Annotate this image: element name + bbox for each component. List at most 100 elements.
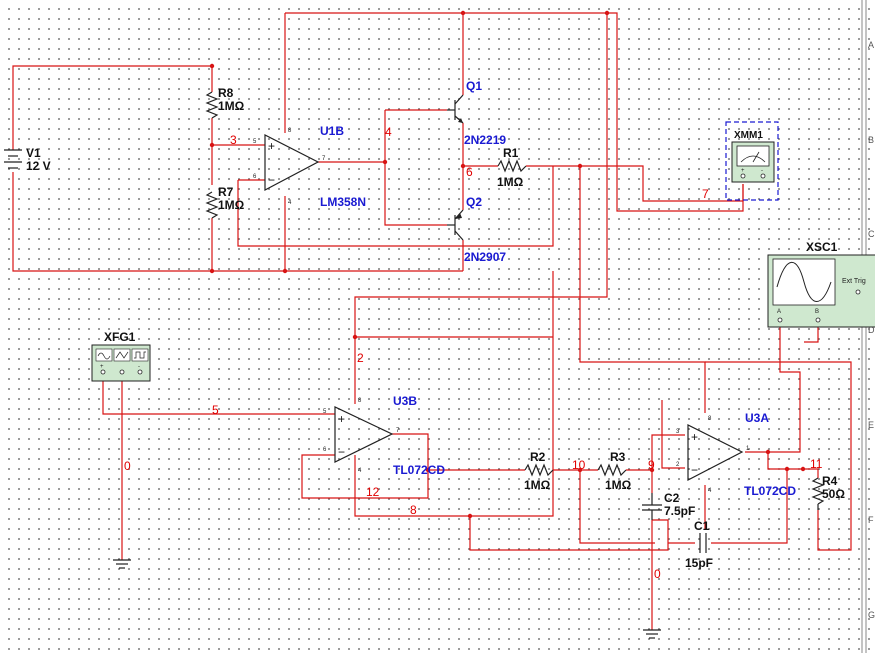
r7-ref: R7: [218, 185, 234, 199]
q2-ref: Q2: [466, 195, 482, 209]
ruler-mark: G: [868, 610, 875, 620]
svg-text:−: −: [268, 173, 275, 187]
resistor-r1[interactable]: R1 1MΩ: [497, 146, 527, 189]
r8-value: 1MΩ: [218, 99, 245, 113]
resistor-r8[interactable]: R8 1MΩ: [205, 86, 245, 119]
svg-text:4: 4: [358, 468, 362, 474]
u3a-model: TL072CD: [744, 484, 796, 498]
v1-value: 12 V: [26, 159, 51, 173]
ruler-mark: E: [868, 420, 874, 430]
q1-model: 2N2219: [464, 133, 506, 147]
svg-text:+: +: [691, 430, 698, 444]
transistor-q2[interactable]: Q2 2N2907: [447, 195, 506, 264]
net-label: 0: [654, 567, 661, 581]
svg-text:4: 4: [708, 488, 712, 494]
r4-value: 50Ω: [822, 487, 845, 501]
r1-ref: R1: [503, 146, 519, 160]
opamp-u3b[interactable]: + − 5 6 8 4 7 U3B TL072CD: [323, 394, 445, 477]
battery-v1[interactable]: V1 12 V: [4, 146, 51, 173]
r2-ref: R2: [530, 450, 546, 464]
svg-text:8: 8: [288, 128, 292, 134]
wires: [12, 12, 852, 630]
svg-text:1: 1: [746, 446, 750, 452]
r1-value: 1MΩ: [497, 175, 524, 189]
net-labels: 3 4 6 7 5 0 2 12 8 10 9 11 0: [124, 125, 823, 581]
v1-ref: V1: [26, 146, 41, 160]
capacitor-c1[interactable]: C1 15pF: [685, 519, 713, 570]
c1-value: 15pF: [685, 556, 713, 570]
xmm1-ref: XMM1: [734, 130, 763, 141]
xfg1-ref: XFG1: [104, 330, 136, 344]
ruler-mark: B: [868, 135, 874, 145]
net-label: 4: [385, 125, 392, 139]
resistor-r7[interactable]: R7 1MΩ: [205, 185, 245, 219]
svg-text:8: 8: [708, 416, 712, 422]
net-label: 2: [357, 351, 364, 365]
oscilloscope-xsc1[interactable]: XSC1 Ext Trig A B: [767, 240, 875, 328]
net-label: 6: [466, 165, 473, 179]
u1b-model: LM358N: [320, 195, 366, 209]
svg-text:5: 5: [323, 409, 327, 415]
ground-symbol: [113, 559, 131, 569]
svg-text:3: 3: [676, 429, 680, 435]
u3a-ref: U3A: [745, 411, 769, 425]
u3b-model: TL072CD: [393, 463, 445, 477]
svg-text:5: 5: [253, 139, 257, 145]
u1b-ref: U1B: [320, 124, 344, 138]
net-label: 10: [572, 458, 586, 472]
net-label: 7: [702, 187, 709, 201]
opamp-u1b[interactable]: + − 5 6 8 4 7 U1B LM358N: [253, 124, 366, 209]
net-label: 8: [410, 503, 417, 517]
svg-text:−: −: [691, 463, 698, 477]
resistor-r3[interactable]: R3 1MΩ: [597, 450, 632, 492]
capacitor-c2[interactable]: C2 7.5pF: [642, 491, 695, 520]
svg-text:7: 7: [322, 156, 326, 162]
net-label: 12: [366, 485, 380, 499]
svg-text:-: -: [761, 168, 763, 174]
xsc1-ref: XSC1: [806, 240, 838, 254]
r2-value: 1MΩ: [524, 478, 551, 492]
multimeter-xmm1[interactable]: XMM1 + -: [725, 121, 779, 201]
svg-text:+: +: [100, 364, 104, 370]
c2-value: 7.5pF: [664, 504, 695, 518]
r4-ref: R4: [822, 474, 838, 488]
ruler-mark: D: [868, 325, 875, 335]
net-label: 9: [648, 458, 655, 472]
ground-symbol: [643, 629, 661, 639]
resistor-r2[interactable]: R2 1MΩ: [524, 450, 554, 492]
junctions: [209, 10, 806, 519]
transistor-q1[interactable]: Q1 2N2219: [447, 79, 506, 147]
svg-text:-: -: [138, 364, 140, 370]
q2-model: 2N2907: [464, 250, 506, 264]
function-generator-xfg1[interactable]: XFG1 + -: [91, 330, 151, 382]
r3-ref: R3: [610, 450, 626, 464]
svg-text:2: 2: [676, 462, 680, 468]
ruler-mark: A: [868, 40, 874, 50]
net-label: 0: [124, 459, 131, 473]
svg-text:+: +: [741, 168, 745, 174]
svg-text:B: B: [815, 309, 819, 315]
r8-ref: R8: [218, 86, 234, 100]
svg-text:+: +: [268, 139, 275, 153]
u3b-ref: U3B: [393, 394, 417, 408]
svg-text:4: 4: [288, 200, 292, 206]
c2-ref: C2: [664, 491, 680, 505]
q1-ref: Q1: [466, 79, 482, 93]
r7-value: 1MΩ: [218, 198, 245, 212]
c1-ref: C1: [694, 519, 710, 533]
svg-text:7: 7: [396, 428, 400, 434]
ruler-mark: F: [868, 515, 874, 525]
r3-value: 1MΩ: [605, 478, 632, 492]
svg-text:8: 8: [358, 398, 362, 404]
net-label: 3: [230, 133, 237, 147]
svg-text:+: +: [338, 412, 345, 426]
net-label: 11: [810, 457, 823, 471]
ruler-mark: C: [868, 229, 875, 239]
svg-text:6: 6: [253, 174, 257, 180]
svg-text:−: −: [338, 445, 345, 459]
opamp-u3a[interactable]: + − 3 2 8 4 1 U3A TL072CD: [676, 411, 796, 498]
resistor-r4[interactable]: R4 50Ω: [811, 474, 845, 510]
svg-text:6: 6: [323, 447, 327, 453]
